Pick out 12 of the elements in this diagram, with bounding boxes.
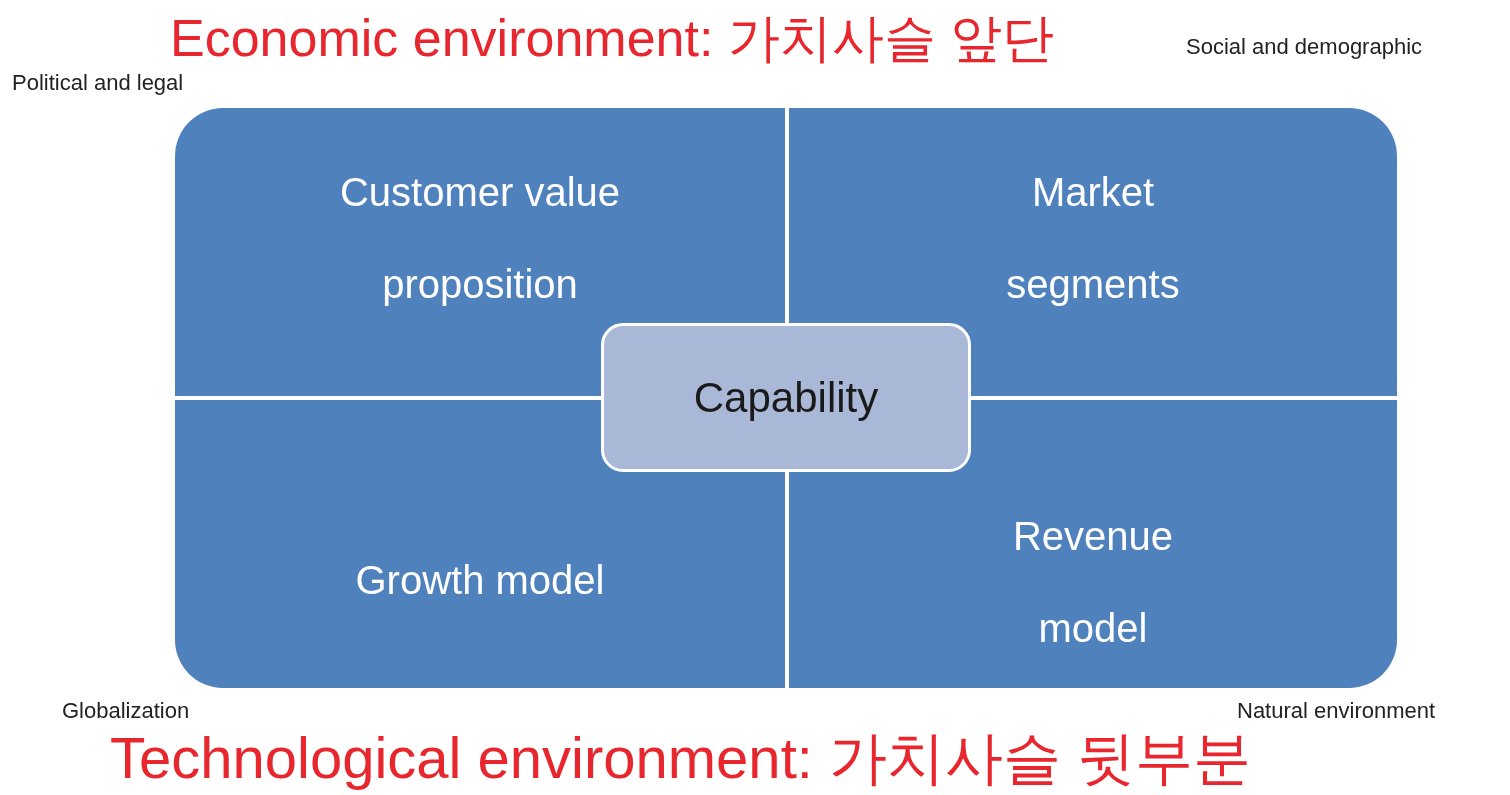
quadrant-label: Customer value proposition [338,169,622,308]
center-label: Capability [693,373,879,423]
heading-text: Technological environment: 가치사슬 뒷부분 [110,724,1252,792]
quadrant-label: Growth model [354,557,606,604]
quadrant-label: Revenue model [1011,513,1175,652]
factor-label: Globalization [62,697,190,725]
factor-label: Social and demographic [1186,33,1423,61]
heading-text: Economic environment: 가치사슬 앞단 [170,8,1055,69]
factor-label: Political and legal [12,69,184,97]
capability-box [601,323,971,472]
factor-label: Natural environment [1237,697,1436,725]
quadrant-label: Market segments [1005,169,1181,308]
